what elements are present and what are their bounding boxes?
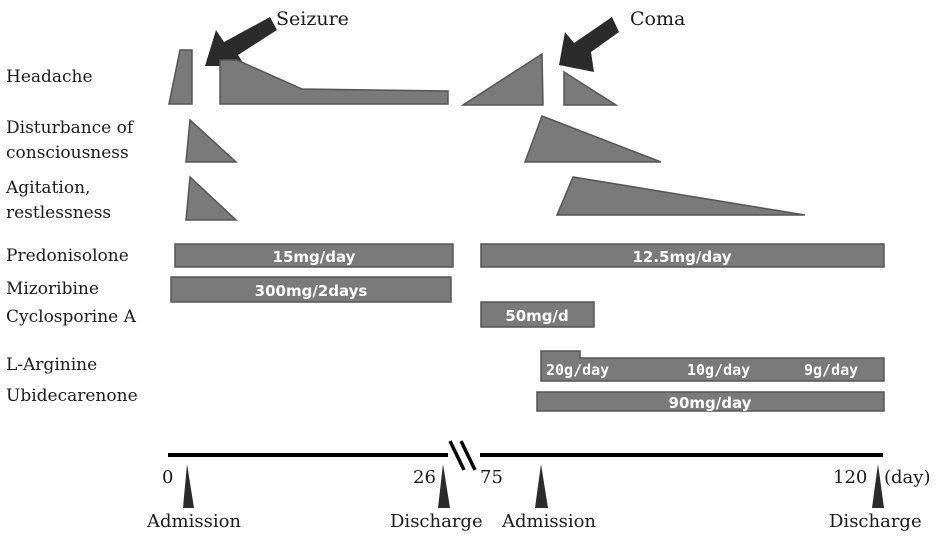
event-label-seizure: Seizure [276, 8, 349, 30]
coma-arrow-icon [559, 17, 619, 72]
row-label-agitation-1: Agitation, [5, 178, 90, 198]
milestone-marker-admission-2 [535, 464, 548, 508]
milestone-label-admission-1: Admission [146, 511, 241, 532]
ubidecarenone-bar [536, 391, 885, 412]
milestone-marker-admission-1 [183, 464, 194, 508]
predonisolone-dose-1: 15mg/day [273, 248, 356, 266]
row-label-ubidecarenone: Ubidecarenone [6, 386, 138, 406]
arginine-dose-1: 20g/day [546, 361, 609, 379]
tick-label-26: 26 [413, 467, 436, 488]
mizoribine-dose: 300mg/2days [255, 282, 368, 300]
row-label-consciousness-1: Disturbance of [6, 118, 135, 138]
milestone-marker-discharge-2 [872, 464, 884, 508]
row-label-consciousness-2: consciousness [6, 143, 129, 163]
axis-unit-label: (day) [884, 467, 930, 488]
cyclosporine-bar [480, 301, 595, 328]
row-label-mizoribine: Mizoribine [6, 279, 99, 299]
row-label-arginine: L-Arginine [6, 355, 97, 375]
ubidecarenone-dose: 90mg/day [669, 394, 752, 412]
arginine-dose-2: 10g/day [687, 361, 750, 379]
row-label-agitation-2: restlessness [6, 203, 111, 223]
cyclosporine-dose: 50mg/d [505, 307, 568, 325]
agitation-episode-2 [555, 176, 806, 216]
agitation-episode-1 [185, 175, 238, 221]
event-label-coma: Coma [630, 8, 685, 30]
milestone-label-discharge-2: Discharge [829, 511, 922, 532]
milestone-label-admission-2: Admission [501, 511, 596, 532]
tick-label-0: 0 [162, 467, 173, 488]
milestone-label-discharge-1: Discharge [390, 511, 483, 532]
arginine-bar [540, 350, 885, 382]
predonisolone-bar-1 [174, 243, 454, 268]
predonisolone-bar-2 [480, 243, 885, 268]
headache-episode-1 [168, 49, 193, 105]
consciousness-episode-1 [185, 118, 238, 163]
row-label-headache: Headache [6, 67, 93, 87]
row-label-predonisolone: Predonisolone [6, 246, 129, 266]
mizoribine-bar [170, 276, 452, 303]
headache-episode-3 [460, 52, 544, 106]
headache-episode-4 [563, 70, 619, 106]
row-label-cyclosporine: Cyclosporine A [6, 307, 137, 327]
tick-label-75: 75 [480, 467, 503, 488]
tick-label-120: 120 [833, 467, 867, 488]
predonisolone-dose-2: 12.5mg/day [632, 248, 731, 266]
arginine-dose-3: 9g/day [804, 361, 858, 379]
axis-break-mark-2 [459, 440, 477, 471]
seizure-arrow-icon [205, 17, 277, 66]
axis-break-mark-1 [448, 440, 466, 471]
headache-episode-2 [219, 59, 449, 105]
consciousness-episode-2 [523, 115, 662, 163]
milestone-marker-discharge-1 [438, 464, 450, 508]
